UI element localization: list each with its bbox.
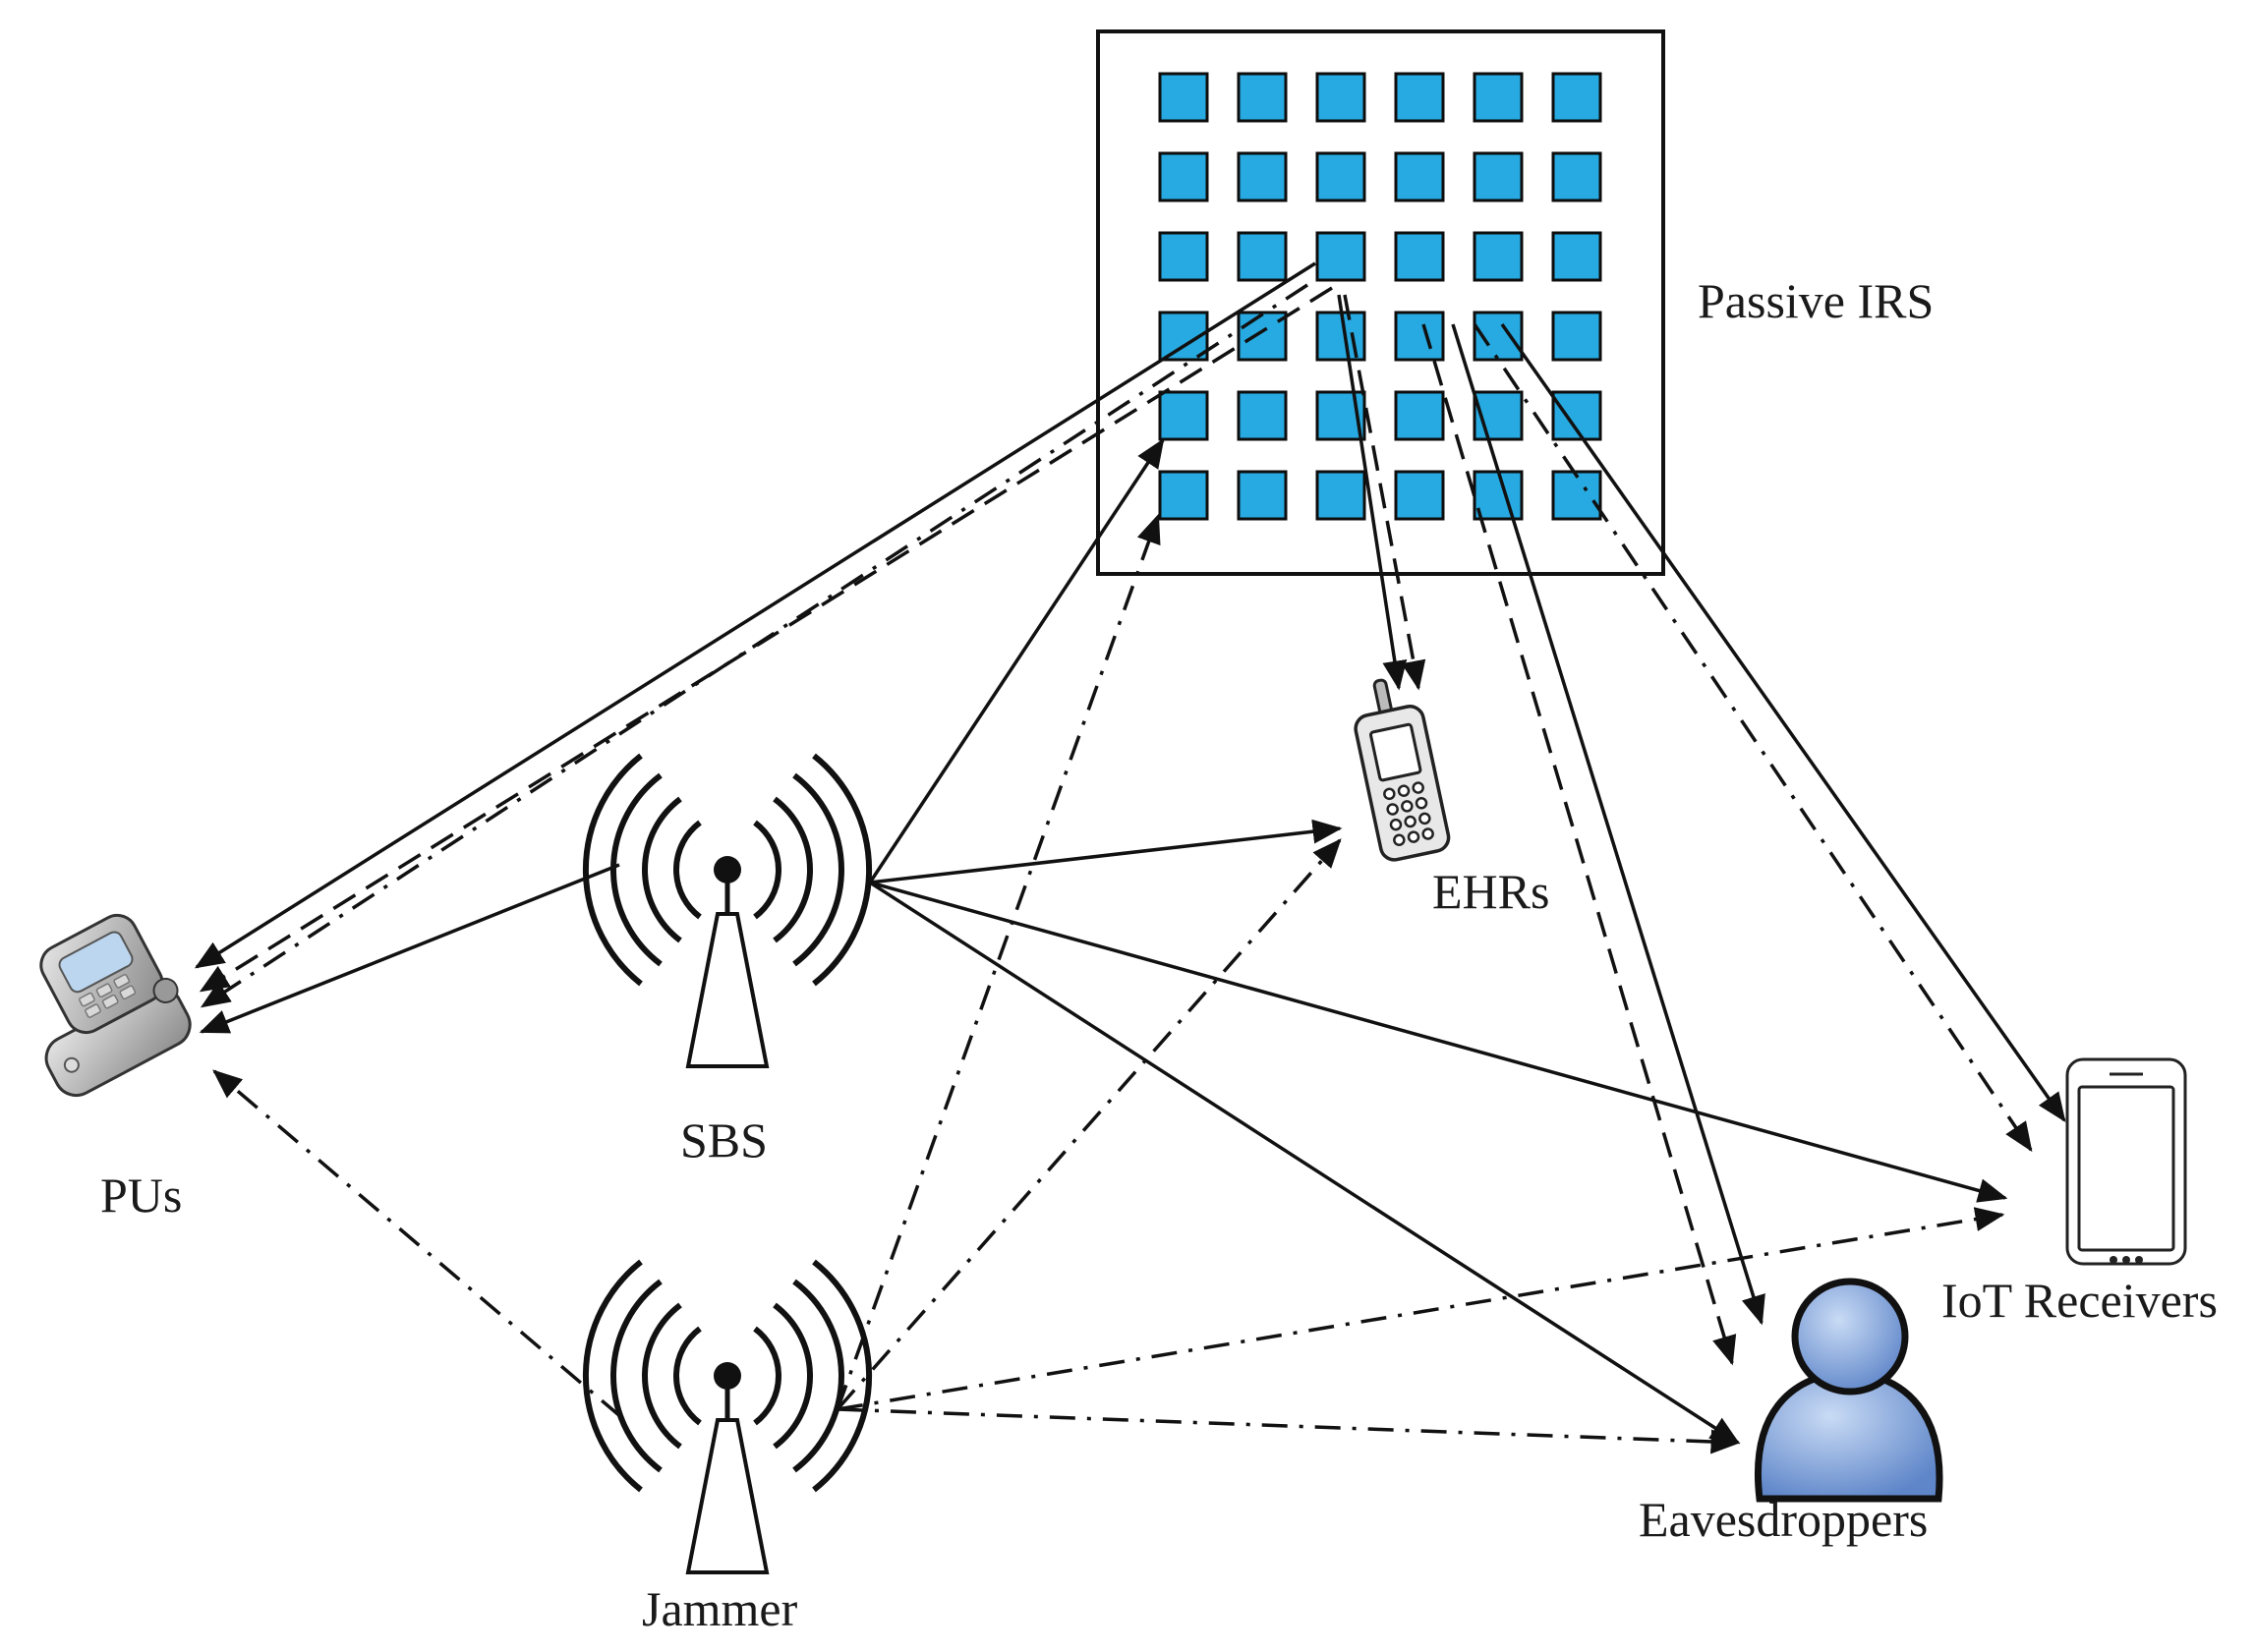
irs-element xyxy=(1237,470,1288,521)
link-irs-to-eve-solid xyxy=(1451,323,1765,1326)
irs-element xyxy=(1237,390,1288,441)
irs-element xyxy=(1315,231,1366,282)
link-jammer-to-irs xyxy=(836,513,1161,1410)
irs-element xyxy=(1394,231,1445,282)
irs-element xyxy=(1473,390,1524,441)
irs-element xyxy=(1394,390,1445,441)
irs-element xyxy=(1394,311,1445,362)
irs-element xyxy=(1551,231,1602,282)
link-irs-to-iot-dashdot xyxy=(1473,323,2033,1153)
label-passive-irs: Passive IRS xyxy=(1698,273,1934,328)
irs-element xyxy=(1315,470,1366,521)
pu-phone-icon xyxy=(39,913,192,1098)
irs-element xyxy=(1158,231,1209,282)
link-sbs-to-irs xyxy=(868,437,1165,883)
irs-element xyxy=(1237,72,1288,123)
link-jammer-to-ehr xyxy=(836,838,1342,1411)
irs-element xyxy=(1551,151,1602,202)
irs-element xyxy=(1237,231,1288,282)
label-eavesdroppers: Eavesdroppers xyxy=(1639,1492,1928,1547)
link-irs-to-ehr-solid xyxy=(1337,294,1408,691)
irs-element xyxy=(1315,72,1366,123)
irs-element xyxy=(1158,151,1209,202)
irs-element xyxy=(1551,470,1602,521)
sbs-tower-icon xyxy=(582,753,873,1068)
link-jammer-to-iot xyxy=(837,1207,2005,1411)
link-irs-to-pu-dashdot xyxy=(200,283,1308,1008)
irs-element xyxy=(1473,231,1524,282)
iot-smartphone-icon xyxy=(2065,1057,2187,1266)
ehr-phone-icon xyxy=(1354,678,1451,862)
irs-element xyxy=(1473,151,1524,202)
link-sbs-to-iot xyxy=(869,881,2008,1203)
label-iot-receivers: IoT Receivers xyxy=(1941,1273,2218,1328)
signal-links xyxy=(194,261,2066,1454)
link-sbs-to-pu xyxy=(199,863,620,1034)
irs-element xyxy=(1158,390,1209,441)
link-sbs-to-eve xyxy=(869,881,1741,1445)
jammer-tower-icon xyxy=(582,1259,873,1574)
link-irs-to-pu-solid xyxy=(194,261,1316,969)
irs-element xyxy=(1158,72,1209,123)
link-jammer-to-eve xyxy=(837,1407,1741,1454)
link-irs-to-ehr-dashed xyxy=(1343,294,1426,691)
label-jammer: Jammer xyxy=(642,1581,798,1636)
irs-element xyxy=(1158,470,1209,521)
label-ehrs: EHRs xyxy=(1432,864,1549,919)
label-pus: PUs xyxy=(100,1168,182,1223)
irs-element xyxy=(1551,72,1602,123)
irs-element xyxy=(1473,470,1524,521)
link-irs-to-iot-solid xyxy=(1500,322,2066,1123)
irs-element xyxy=(1394,470,1445,521)
irs-element xyxy=(1394,72,1445,123)
irs-element xyxy=(1551,311,1602,362)
link-sbs-to-ehr xyxy=(869,819,1343,884)
label-sbs: SBS xyxy=(680,1112,768,1168)
irs-element xyxy=(1473,72,1524,123)
irs-element xyxy=(1237,151,1288,202)
link-irs-to-eve-dashed xyxy=(1421,323,1737,1366)
irs-element xyxy=(1394,151,1445,202)
eavesdropper-person-icon xyxy=(1755,1278,1943,1503)
link-jammer-to-pu xyxy=(212,1069,623,1419)
irs-element xyxy=(1315,151,1366,202)
